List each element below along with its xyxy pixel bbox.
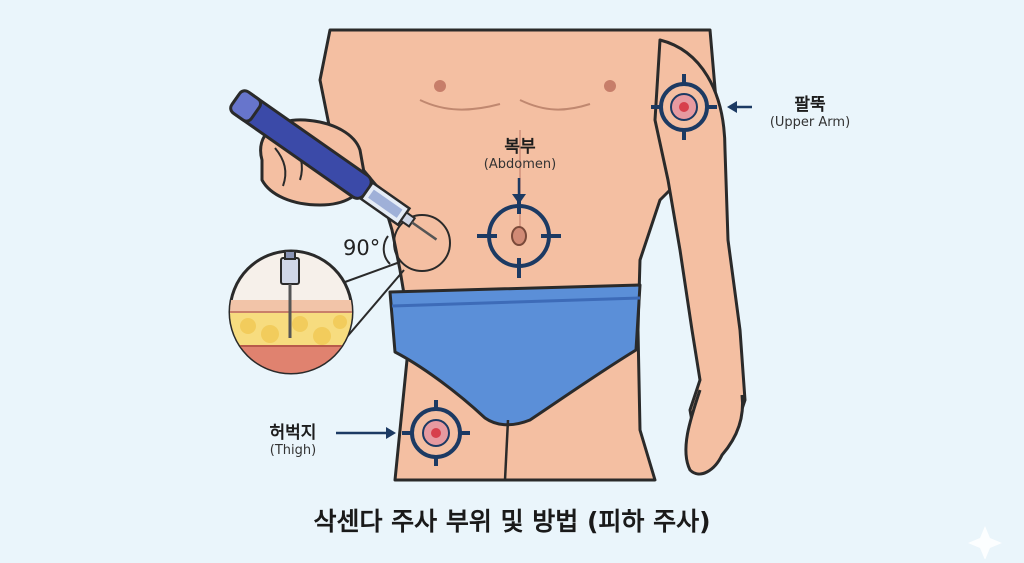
sparkle-icon — [968, 526, 1002, 560]
thigh-label-en: (Thigh) — [269, 443, 317, 458]
upper-arm-label: 팔뚝 (Upper Arm) — [742, 90, 878, 130]
injection-pen-icon — [229, 89, 438, 241]
injection-site-circle — [393, 214, 451, 272]
target-icon-thigh — [402, 400, 470, 466]
abdomen-label: 복부 (Abdomen) — [460, 132, 580, 172]
upper-arm-label-ko: 팔뚝 — [794, 95, 826, 115]
page-caption: 삭센다 주사 부위 및 방법 (피하 주사) — [313, 507, 711, 536]
arrow-icon-abdomen — [512, 178, 526, 204]
thigh-label-ko: 허벅지 — [269, 423, 317, 443]
hand — [684, 389, 745, 476]
upper-arm-label-en: (Upper Arm) — [769, 115, 851, 130]
thigh-label: 허벅지 (Thigh) — [248, 418, 338, 458]
arrow-icon-upper-arm — [727, 101, 752, 113]
skin-layer-inset-icon — [228, 249, 354, 375]
underwear — [388, 283, 642, 427]
abdomen-label-en: (Abdomen) — [483, 157, 557, 172]
navel — [511, 226, 527, 246]
arrow-icon-thigh — [336, 427, 396, 439]
upper-arm — [653, 38, 747, 447]
abdomen-label-ko: 복부 — [504, 137, 536, 157]
target-icon-upper-arm — [651, 74, 717, 140]
injection-angle-label: 90° — [343, 236, 381, 260]
